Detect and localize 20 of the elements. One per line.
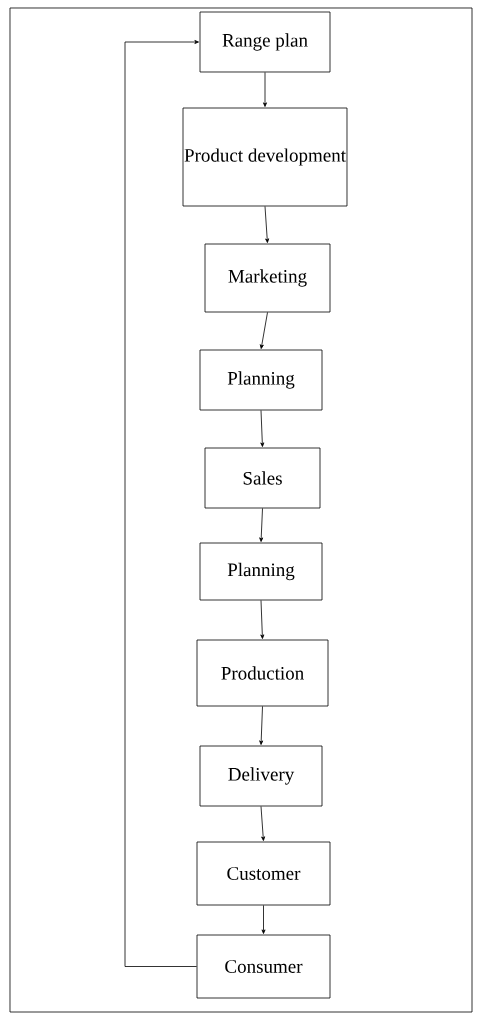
arrow (264, 206, 270, 243)
arrow (259, 706, 264, 745)
process-box: Delivery (199, 745, 323, 807)
process-box: Production (196, 639, 329, 707)
arrow (260, 806, 266, 841)
arrow (259, 508, 264, 542)
process-box: Marketing (204, 243, 331, 313)
process-box: Sales (204, 447, 321, 509)
process-box: Range plan (199, 11, 331, 73)
process-box: Consumer (196, 934, 331, 999)
arrow (260, 600, 265, 639)
process-box: Planning (199, 542, 323, 601)
arrow (259, 312, 268, 349)
arrow (124, 40, 199, 967)
arrow (261, 905, 266, 934)
arrow (260, 410, 265, 447)
process-box: Planning (199, 349, 323, 411)
arrow (263, 72, 267, 107)
process-box: Customer (196, 841, 331, 906)
process-box: Product development (182, 107, 348, 207)
